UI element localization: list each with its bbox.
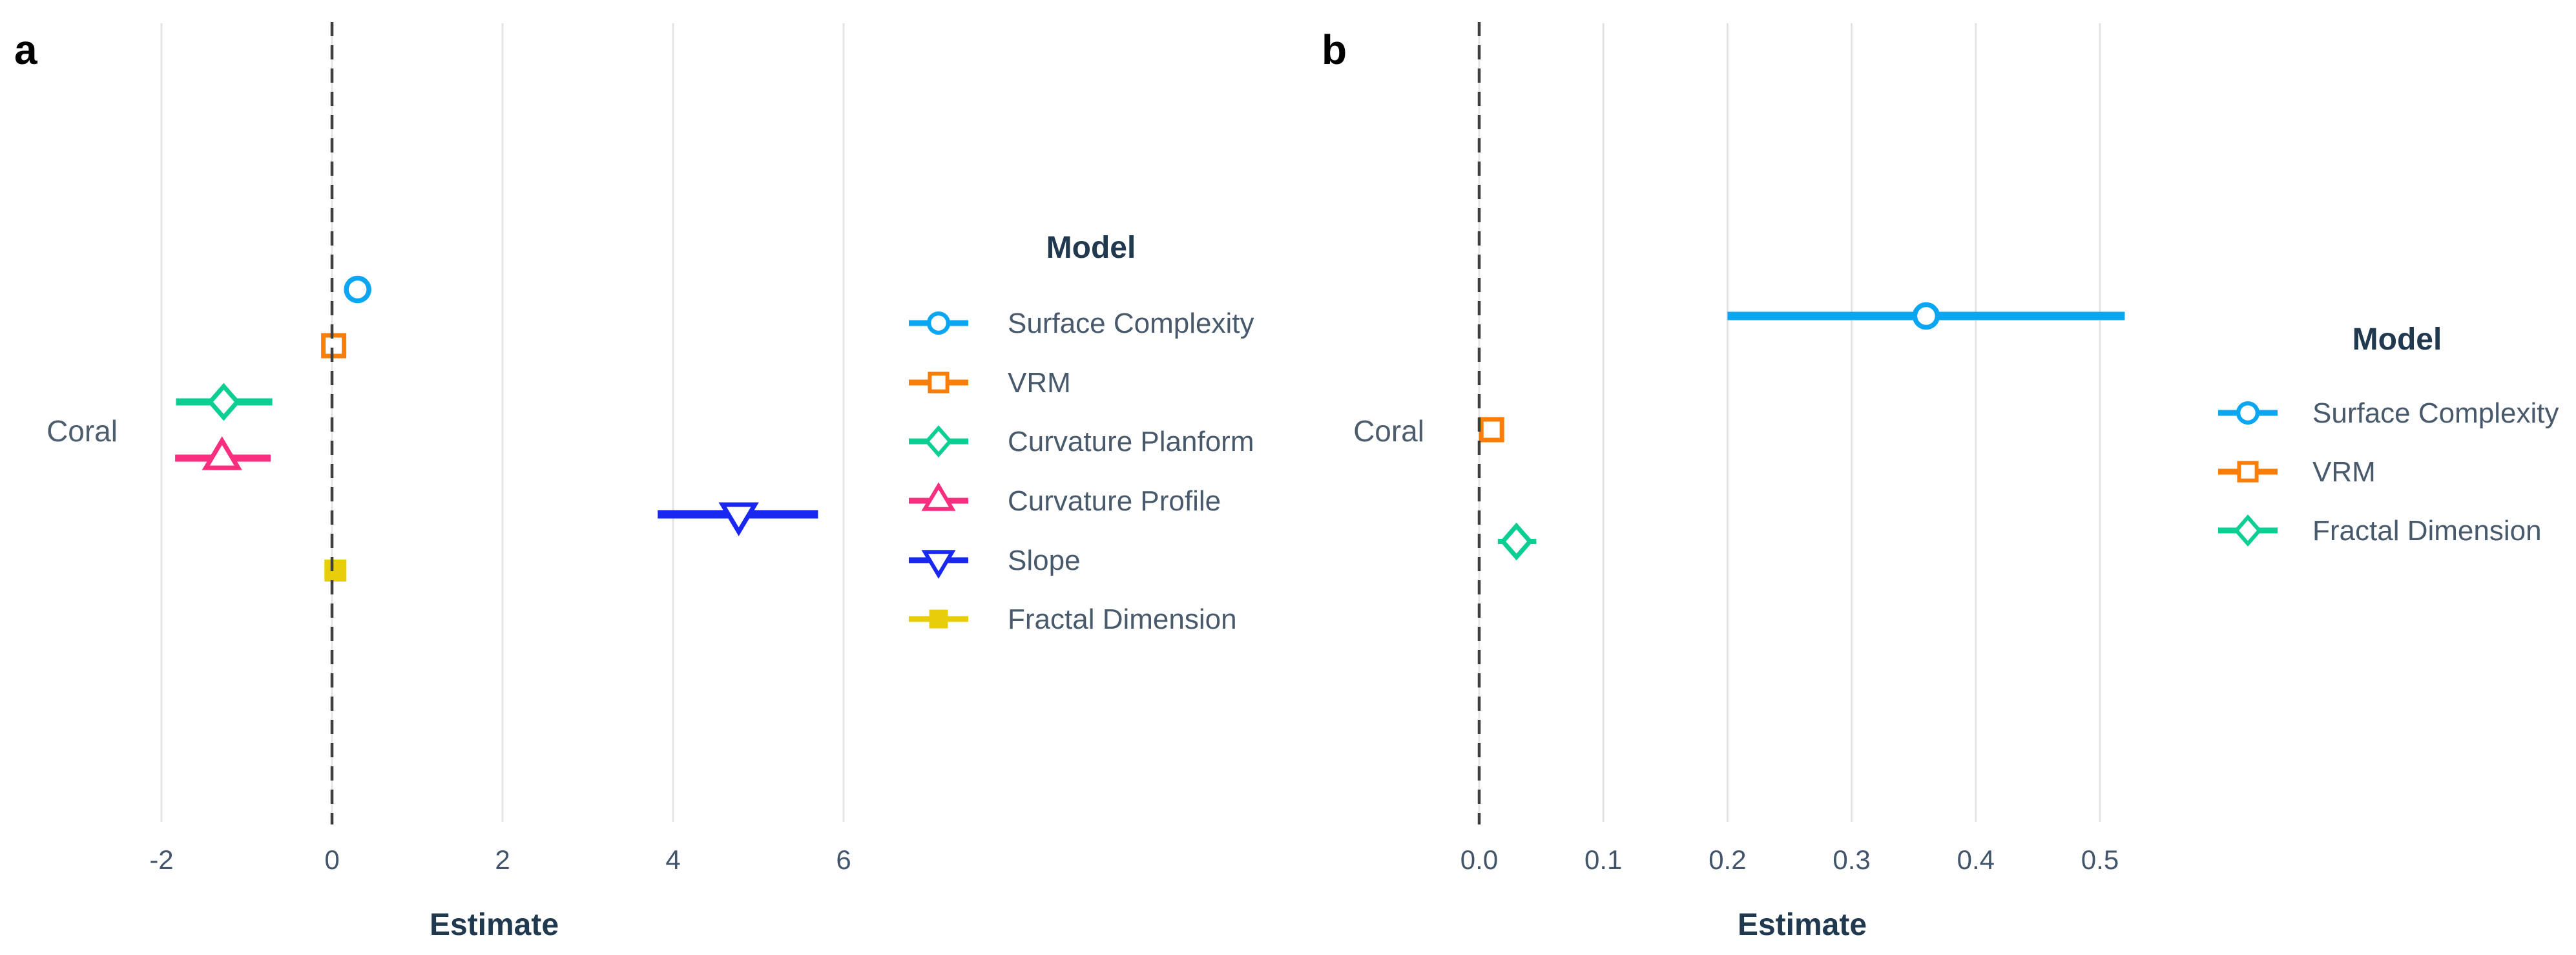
x-tick-label: 0: [324, 845, 339, 875]
legend-item-label: VRM: [1008, 367, 1071, 399]
x-tick-label: 2: [495, 845, 510, 875]
marker-open-circle: [344, 275, 371, 304]
legend-marker-filled-square: [929, 609, 948, 629]
legend-marker-open-triangle-up: [921, 482, 956, 511]
legend-marker-open-square: [2237, 461, 2259, 483]
x-tick-label: 4: [665, 845, 680, 875]
x-tick-label: 0.5: [2081, 845, 2119, 875]
marker-filled-square: [324, 560, 347, 582]
legend-marker-open-diamond: [924, 425, 953, 457]
x-tick-label: 0.0: [1460, 845, 1498, 875]
panel-a-x-axis-title: Estimate: [429, 908, 559, 942]
panel-a-letter: a: [14, 26, 37, 73]
legend-marker-open-triangle-down: [921, 550, 956, 579]
marker-open-diamond: [207, 383, 241, 421]
marker-open-diamond: [1500, 522, 1533, 561]
marker-open-circle: [1912, 302, 1940, 330]
panel-a-legend-title: Model: [1046, 231, 1136, 265]
legend-item-label: Surface Complexity: [1008, 308, 1254, 339]
legend-item-label: VRM: [2312, 456, 2376, 488]
x-tick-label: -2: [149, 845, 173, 875]
marker-open-triangle-up: [202, 436, 242, 470]
x-tick-label: 6: [836, 845, 851, 875]
legend-item-label: Curvature Profile: [1008, 485, 1221, 517]
panel-b-x-axis-title: Estimate: [1737, 908, 1867, 942]
legend-item-label: Fractal Dimension: [2312, 515, 2542, 547]
legend-marker-open-diamond: [2234, 514, 2262, 547]
legend-item-label: Fractal Dimension: [1008, 603, 1237, 635]
x-tick-label: 0.4: [1957, 845, 1995, 875]
panel-b-letter: b: [1322, 26, 1347, 73]
legend-marker-open-square: [928, 372, 950, 394]
legend-marker-open-circle: [926, 311, 951, 335]
panel-a-group-label: Coral: [47, 414, 118, 448]
panel-b-group-label: Coral: [1353, 414, 1424, 448]
x-tick-label: 0.3: [1833, 845, 1870, 875]
legend-item-label: Slope: [1008, 545, 1081, 576]
x-tick-label: 0.2: [1709, 845, 1746, 875]
marker-open-triangle-down: [718, 502, 759, 536]
x-tick-label: 0.1: [1584, 845, 1622, 875]
legend-item-label: Surface Complexity: [2312, 397, 2559, 429]
marker-open-square: [321, 333, 347, 359]
legend-marker-open-circle: [2236, 401, 2260, 425]
marker-open-square: [1479, 417, 1504, 443]
legend-item-label: Curvature Planform: [1008, 426, 1254, 457]
panel-b-legend-title: Model: [2352, 322, 2442, 357]
